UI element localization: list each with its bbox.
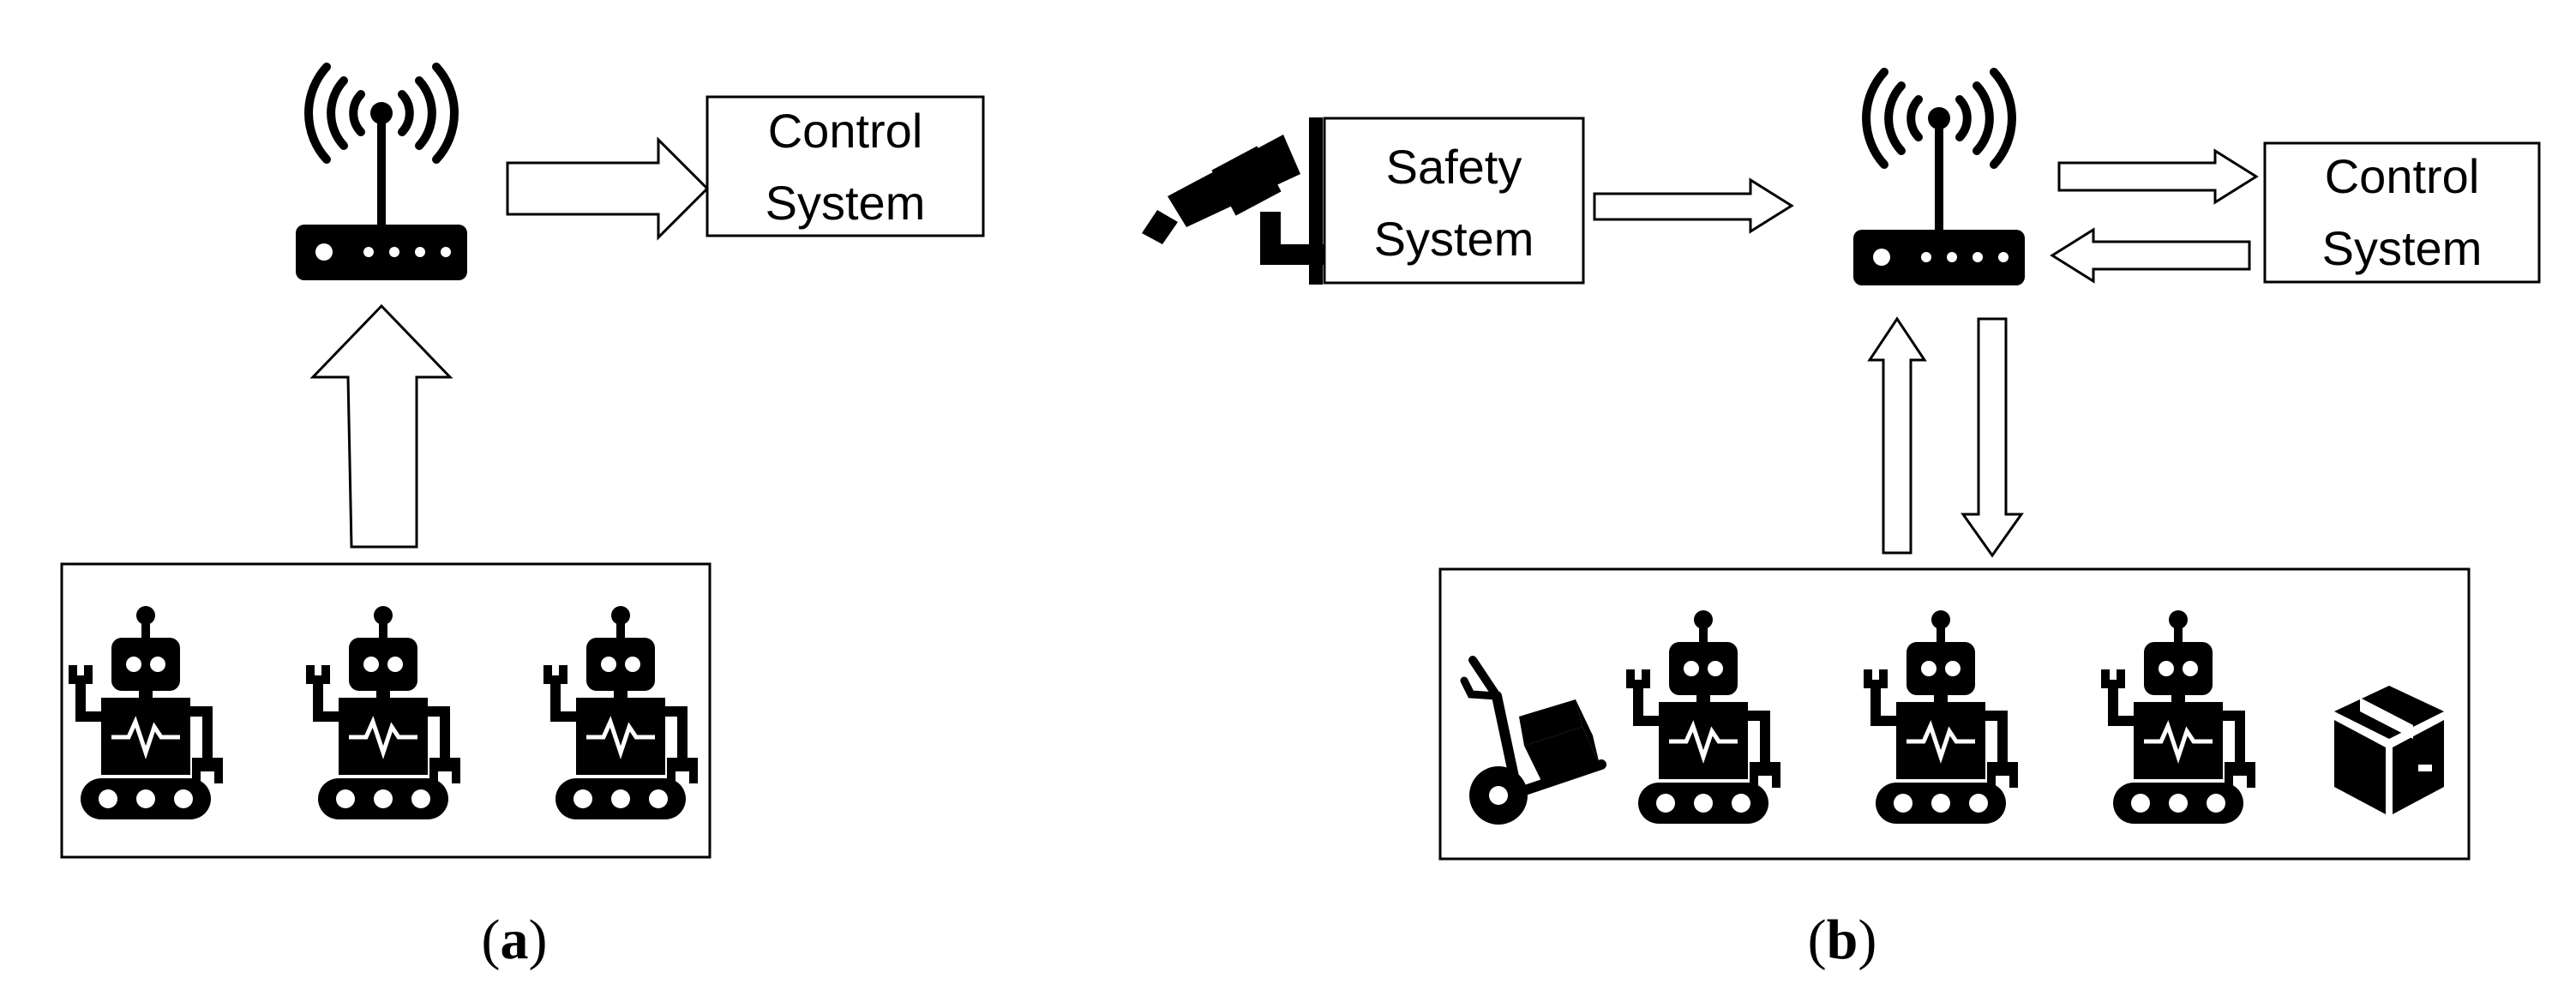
arrow-robots-to-router-b: [1867, 316, 1927, 555]
arrow-control-to-router-b: [2050, 227, 2251, 284]
control-box-a-line1: Control: [768, 104, 923, 158]
arrow-router-to-robots-b: [1961, 317, 2024, 558]
caption-b: (b): [1808, 909, 1877, 971]
safety-box-line2: System: [1374, 212, 1534, 266]
wifi-router-icon: [1853, 72, 2025, 285]
control-system-box-a: Control System: [706, 95, 985, 237]
control-box-a-line2: System: [766, 176, 926, 230]
arrow-router-to-control: [506, 136, 710, 241]
control-box-b-line1: Control: [2325, 149, 2480, 203]
diagram-b: Safety System Control System (b): [1142, 72, 2541, 971]
security-camera-icon: [1142, 117, 1339, 285]
robot-group-b: [1438, 567, 2471, 861]
caption-a: (a): [482, 909, 548, 971]
arrow-safety-to-router: [1593, 177, 1794, 234]
robot-group-a: [60, 562, 712, 859]
wifi-router-icon: [296, 67, 467, 280]
control-system-box-b: Control System: [2263, 141, 2541, 284]
diagram-a: Control System (a): [60, 67, 985, 971]
arrow-robots-to-router: [309, 303, 453, 549]
safety-system-box: Safety System: [1323, 117, 1585, 285]
control-box-b-line2: System: [2322, 221, 2483, 275]
arrow-router-to-control-b: [2057, 148, 2259, 205]
safety-box-line1: Safety: [1386, 140, 1522, 194]
